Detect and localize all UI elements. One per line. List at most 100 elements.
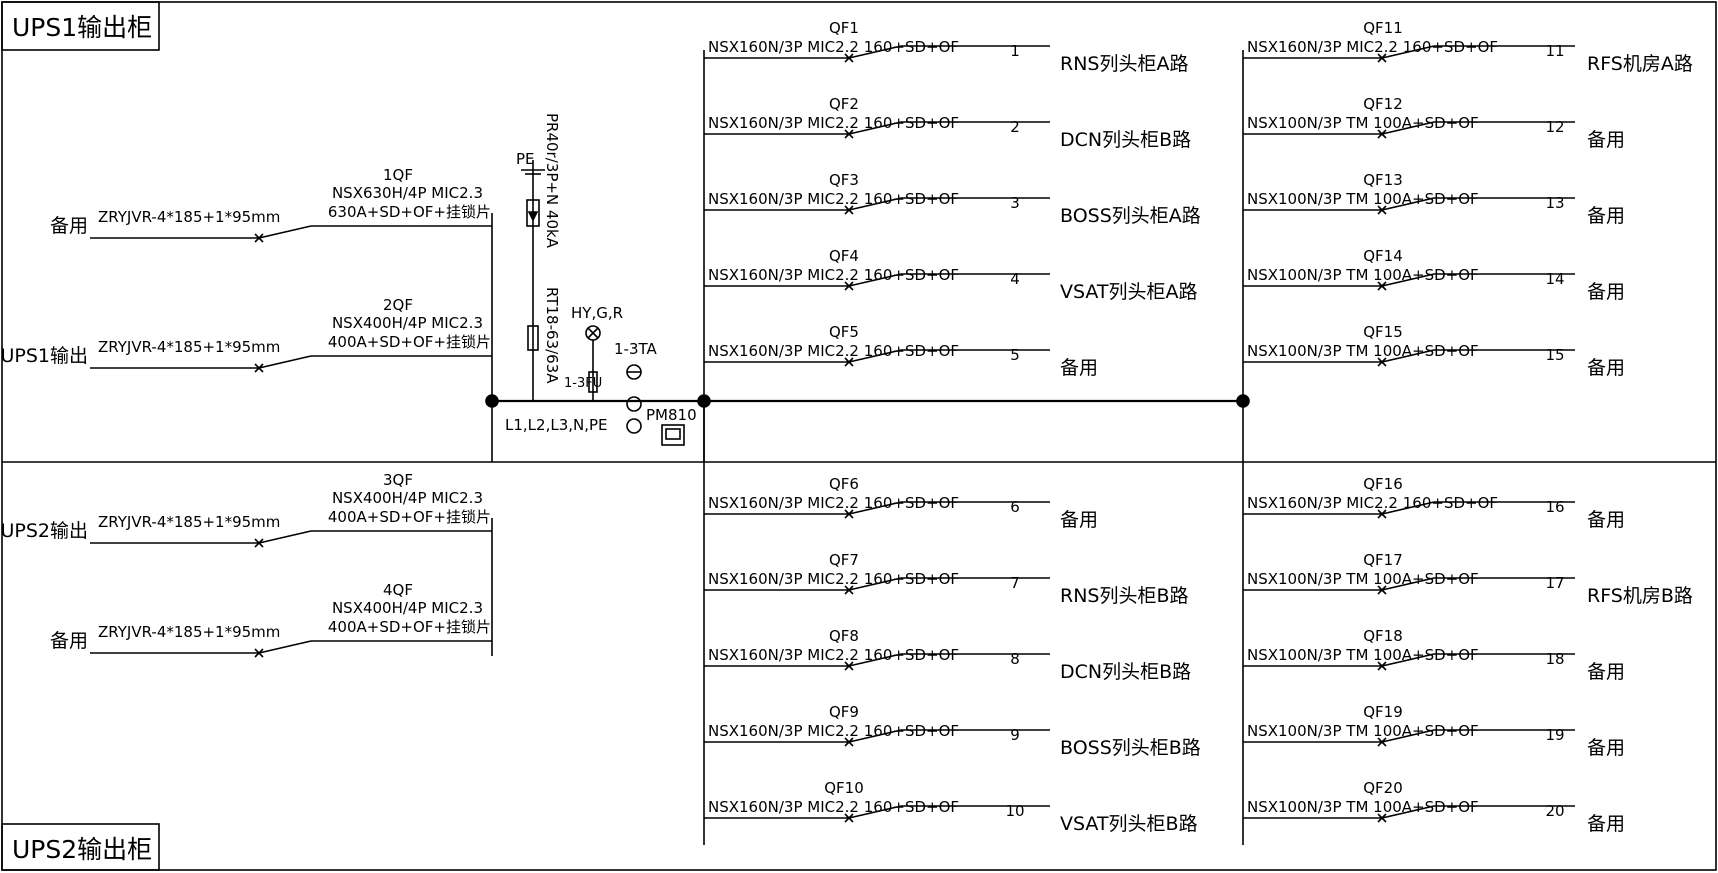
feeder-destination: 备用 bbox=[1587, 737, 1625, 759]
feeder-breaker-symbol bbox=[704, 273, 1050, 291]
feeder-destination: RFS机房B路 bbox=[1587, 585, 1693, 607]
center-instruments: PE PR40r/3P+N 40kA RT18-63/63A HY,G,R 1-… bbox=[505, 113, 705, 462]
bus-node-left bbox=[485, 394, 499, 408]
ups2-cabinet-title: UPS2输出柜 bbox=[12, 835, 152, 864]
feeder-number: 7 bbox=[1010, 574, 1020, 592]
feeder-number: 20 bbox=[1545, 802, 1564, 820]
feeder-number: 2 bbox=[1010, 118, 1020, 136]
feeder-number: 15 bbox=[1545, 346, 1564, 364]
feeder-number: 10 bbox=[1005, 802, 1024, 820]
feeder-id: QF11 bbox=[1363, 19, 1403, 37]
feeder-destination: RNS列头柜A路 bbox=[1060, 53, 1188, 75]
feeder-model: NSX160N/3P MIC2.2 160+SD+OF bbox=[1247, 38, 1498, 56]
feeder-model: NSX160N/3P MIC2.2 160+SD+OF bbox=[708, 798, 959, 816]
feeder-number: 13 bbox=[1545, 194, 1564, 212]
feeder-model: NSX160N/3P MIC2.2 160+SD+OF bbox=[708, 722, 959, 740]
fu-symbol bbox=[588, 371, 598, 393]
incomer-model: NSX630H/4P MIC2.3 bbox=[332, 184, 483, 202]
feeder-id: QF14 bbox=[1363, 247, 1403, 265]
feeder-model: NSX100N/3P TM 100A+SD+OF bbox=[1247, 646, 1479, 664]
feeder-model: NSX100N/3P TM 100A+SD+OF bbox=[1247, 190, 1479, 208]
feeder-model: NSX160N/3P MIC2.2 160+SD+OF bbox=[708, 646, 959, 664]
feeder-id: QF5 bbox=[829, 323, 859, 341]
feeder-destination: DCN列头柜B路 bbox=[1060, 129, 1191, 151]
pe-label: PE bbox=[516, 150, 535, 168]
feeder-breaker-symbol bbox=[704, 805, 1050, 823]
feeder-id: QF19 bbox=[1363, 703, 1403, 721]
feeder-id: QF7 bbox=[829, 551, 859, 569]
feeder-id: QF13 bbox=[1363, 171, 1403, 189]
feeder-breaker-symbol bbox=[704, 45, 1050, 63]
incomer-cable: ZRYJVR-4*185+1*95mm bbox=[98, 208, 280, 226]
feeder-number: 1 bbox=[1010, 42, 1020, 60]
feeder-number: 18 bbox=[1545, 650, 1564, 668]
incomer-id: 1QF bbox=[383, 166, 413, 184]
feeder-destination: BOSS列头柜B路 bbox=[1060, 737, 1201, 759]
feeder-id: QF20 bbox=[1363, 779, 1403, 797]
incomer-id: 2QF bbox=[383, 296, 413, 314]
feeder-breaker-symbol bbox=[1243, 501, 1575, 519]
feeder-model: NSX160N/3P MIC2.2 160+SD+OF bbox=[708, 38, 959, 56]
fuse-label: RT18-63/63A bbox=[543, 287, 561, 384]
feeder-destination: DCN列头柜B路 bbox=[1060, 661, 1191, 683]
feeder-destination: RNS列头柜B路 bbox=[1060, 585, 1189, 607]
incomer-id: 4QF bbox=[383, 581, 413, 599]
meter-label: PM810 bbox=[646, 406, 697, 424]
feeder-breaker-symbol bbox=[1243, 45, 1575, 63]
feeder-destination: 备用 bbox=[1060, 509, 1098, 531]
feeder-breaker-symbol bbox=[1243, 197, 1575, 215]
feeder-breaker-symbol bbox=[1243, 121, 1575, 139]
incomer-cable: ZRYJVR-4*185+1*95mm bbox=[98, 338, 280, 356]
incomer-model: NSX400H/4P MIC2.3 bbox=[332, 599, 483, 617]
feeder-model: NSX100N/3P TM 100A+SD+OF bbox=[1247, 114, 1479, 132]
incomer-breaker-symbol bbox=[90, 640, 492, 658]
feeder-breaker-symbol bbox=[1243, 577, 1575, 595]
feeder-model: NSX100N/3P TM 100A+SD+OF bbox=[1247, 722, 1479, 740]
feeder-breaker-symbol bbox=[1243, 349, 1575, 367]
feeder-model: NSX100N/3P TM 100A+SD+OF bbox=[1247, 342, 1479, 360]
feeder-model: NSX160N/3P MIC2.2 160+SD+OF bbox=[708, 266, 959, 284]
feeder-model: NSX160N/3P MIC2.2 160+SD+OF bbox=[708, 342, 959, 360]
incomer-breaker-symbol bbox=[90, 225, 492, 243]
feeder-breaker-symbol bbox=[704, 729, 1050, 747]
incomer-id: 3QF bbox=[383, 471, 413, 489]
feeder-id: QF9 bbox=[829, 703, 859, 721]
feeder-number: 8 bbox=[1010, 650, 1020, 668]
feeder-model: NSX100N/3P TM 100A+SD+OF bbox=[1247, 798, 1479, 816]
feeder-number: 6 bbox=[1010, 498, 1020, 516]
spd-label: PR40r/3P+N 40kA bbox=[543, 113, 561, 249]
feeder-model: NSX160N/3P MIC2.2 160+SD+OF bbox=[708, 494, 959, 512]
feeder-destination: VSAT列头柜A路 bbox=[1060, 281, 1198, 303]
feeder-breaker-symbol bbox=[704, 349, 1050, 367]
feeder-model: NSX160N/3P MIC2.2 160+SD+OF bbox=[708, 190, 959, 208]
incomer-model: NSX400H/4P MIC2.3 bbox=[332, 314, 483, 332]
feeder-number: 4 bbox=[1010, 270, 1020, 288]
incomer-breaker-symbol bbox=[90, 355, 492, 373]
feeder-number: 5 bbox=[1010, 346, 1020, 364]
feeder-id: QF2 bbox=[829, 95, 859, 113]
incomer-spec: 630A+SD+OF+挂锁片 bbox=[328, 203, 491, 221]
feeder-id: QF6 bbox=[829, 475, 859, 493]
fuse-symbol bbox=[527, 325, 539, 351]
feeder-number: 12 bbox=[1545, 118, 1564, 136]
feeder-breaker-symbol bbox=[704, 197, 1050, 215]
feeder-destination: 备用 bbox=[1587, 281, 1625, 303]
feeder-breaker-symbol bbox=[704, 577, 1050, 595]
